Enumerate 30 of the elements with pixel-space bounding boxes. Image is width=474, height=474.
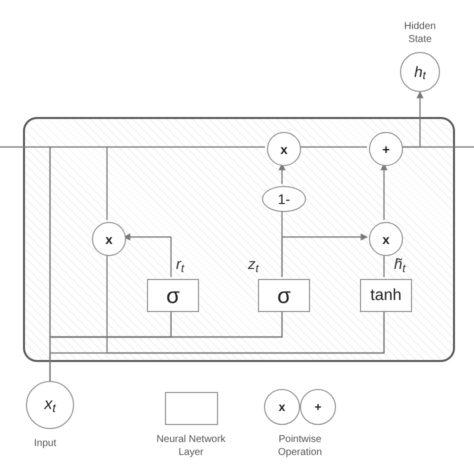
cell-frame (23, 117, 455, 362)
legend-text: Neural Network Layer (156, 433, 226, 459)
node-text: + (382, 142, 390, 156)
arrow (123, 233, 172, 277)
node-text: x (382, 232, 390, 246)
operator-symbol: x (278, 401, 286, 413)
connector-line (0, 146, 265, 148)
arrow (380, 163, 388, 220)
node-text: 1- (278, 192, 290, 206)
arrow (281, 233, 368, 277)
node-text: σ (277, 284, 291, 306)
connector-line (383, 254, 385, 277)
arrow (278, 163, 286, 184)
node-caption: Input (34, 437, 56, 451)
connector-line (299, 146, 367, 148)
node-text: x (280, 142, 288, 156)
gate-label: r$_{t}$ (176, 255, 184, 276)
legend-text: Pointwise Operation (277, 433, 323, 459)
connector-line (106, 147, 108, 220)
node-text: σ (166, 284, 180, 306)
connector-line (401, 146, 474, 148)
node-text: x (105, 232, 113, 246)
gate-label: z$_{t}$ (248, 255, 259, 276)
node-text: tanh (370, 288, 402, 304)
operator-symbol: + (314, 401, 322, 413)
connector-line (106, 254, 385, 354)
node-heading: Hidden State (403, 20, 437, 46)
gate-label: h̃$_{t}$ (394, 255, 406, 276)
node-text: h$_{t}$ (414, 64, 426, 80)
node-text: x$_{t}$ (44, 397, 56, 413)
